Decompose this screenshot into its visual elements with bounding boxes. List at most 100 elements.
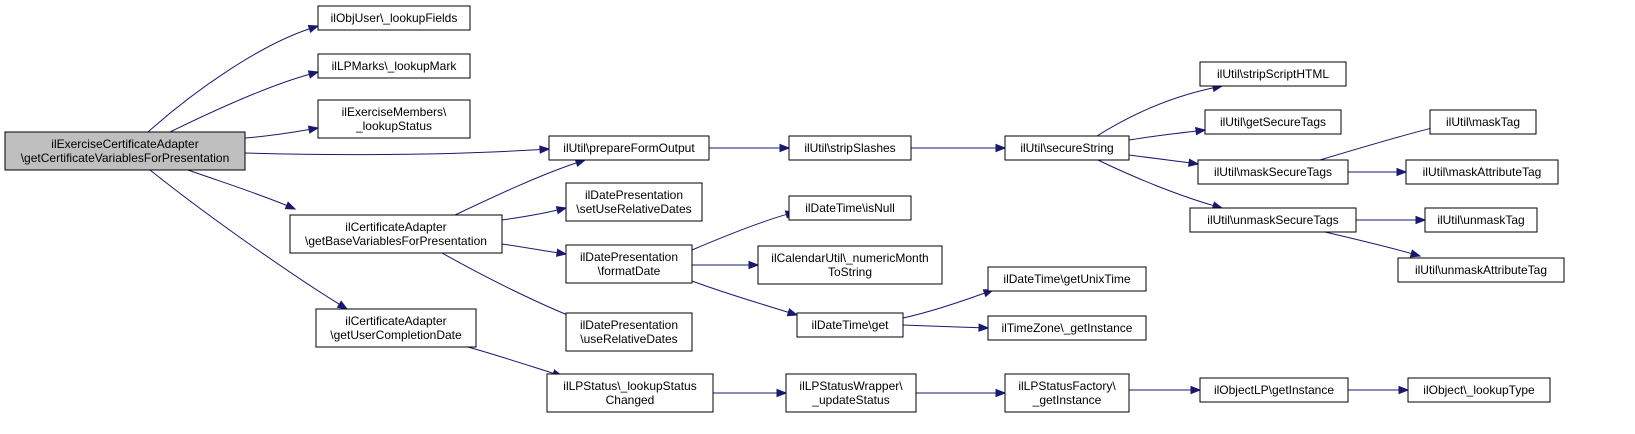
node-datepres-formatdate[interactable]: ilDatePresentation\formatDate	[565, 244, 693, 284]
node-box	[1199, 61, 1347, 87]
node-label-line: Changed	[606, 393, 655, 407]
node-datetime-getunixtime[interactable]: ilDateTime\getUnixTime	[987, 266, 1147, 292]
edge-line	[902, 292, 986, 319]
node-util-getsecuretags[interactable]: ilUtil\getSecureTags	[1204, 109, 1342, 135]
node-box	[289, 214, 503, 254]
node-certadapter-getbasevars[interactable]: ilCertificateAdapter\getBaseVariablesFor…	[289, 214, 503, 254]
node-label-line: ilDateTime\isNull	[805, 201, 895, 215]
arrowhead-icon	[555, 248, 568, 257]
node-util-stripscripthtml[interactable]: ilUtil\stripScriptHTML	[1199, 61, 1347, 87]
node-util-masktag[interactable]: ilUtil\maskTag	[1429, 109, 1537, 135]
arrowhead-icon	[978, 323, 990, 332]
edge-util-stripslashes-to-util-securestring	[911, 143, 1007, 153]
arrowhead-icon	[1188, 158, 1200, 167]
node-util-maskattributetag[interactable]: ilUtil\maskAttributeTag	[1405, 159, 1559, 185]
node-datepres-userelativedates[interactable]: ilDatePresentation\useRelativeDates	[565, 312, 693, 352]
node-util-securestring[interactable]: ilUtil\secureString	[1004, 135, 1130, 161]
edge-line	[501, 243, 559, 254]
node-util-masksecuretags[interactable]: ilUtil\maskSecureTags	[1197, 159, 1349, 185]
edge-line	[149, 169, 341, 306]
node-util-unmaskattributetag[interactable]: ilUtil\unmaskAttributeTag	[1397, 257, 1565, 283]
node-objuser-lookupfields[interactable]: ilObjUser\_lookupFields	[317, 5, 471, 31]
edge-line	[147, 28, 311, 133]
edge-util-securestring-to-util-getsecuretags	[1128, 126, 1207, 141]
node-label-line: ToString	[828, 265, 872, 279]
edge-line	[454, 162, 578, 216]
node-util-stripslashes[interactable]: ilUtil\stripSlashes	[788, 135, 912, 161]
node-util-unmasksecuretags[interactable]: ilUtil\unmaskSecureTags	[1189, 207, 1357, 233]
node-label-line: ilUtil\maskTag	[1446, 115, 1520, 129]
arrowhead-icon	[555, 206, 568, 215]
node-label-line: ilUtil\unmaskSecureTags	[1207, 213, 1338, 227]
node-label-line: ilDateTime\getUnixTime	[1003, 272, 1130, 286]
node-label-line: ilCertificateAdapter	[345, 314, 446, 328]
node-label-line: ilExerciseMembers\	[342, 105, 447, 119]
node-timezone-getinstance[interactable]: ilTimeZone\_getInstance	[987, 315, 1147, 341]
edge-line	[169, 73, 311, 133]
node-label-line: ilExerciseCertificateAdapter	[51, 137, 198, 151]
edges-layer	[147, 24, 1442, 398]
node-datetime-get[interactable]: ilDateTime\get	[796, 312, 904, 338]
node-box	[565, 312, 693, 352]
node-box	[565, 244, 693, 284]
edge-root-to-certadapter-getusercompletiondate	[149, 169, 349, 310]
nodes-layer: ilExerciseCertificateAdapter\getCertific…	[4, 5, 1565, 413]
node-datetime-isnull[interactable]: ilDateTime\isNull	[788, 195, 912, 221]
node-label-line: \formatDate	[598, 264, 661, 278]
node-box	[987, 315, 1147, 341]
node-box	[546, 373, 714, 413]
edge-line	[902, 324, 981, 329]
node-box	[317, 53, 471, 79]
node-label-line: ilDatePresentation	[585, 188, 683, 202]
edge-certadapter-getbasevars-to-datepres-formatdate	[501, 243, 568, 257]
node-object-lookuptype[interactable]: ilObject\_lookupType	[1407, 377, 1551, 403]
arrowhead-icon	[1195, 126, 1207, 136]
node-exercisemembers-lookupstatus[interactable]: ilExerciseMembers\_lookupStatus	[317, 99, 471, 139]
node-box	[315, 308, 477, 348]
edge-datetime-get-to-datetime-getunixtime	[902, 289, 995, 319]
node-label-line: ilLPMarks\_lookupMark	[332, 59, 458, 73]
node-box	[987, 266, 1147, 292]
edge-root-to-certadapter-getbasevars	[187, 169, 297, 210]
node-label-line: ilUtil\stripSlashes	[804, 141, 895, 155]
node-label-line: ilLPStatusWrapper\	[799, 379, 903, 393]
node-label-line: ilTimeZone\_getInstance	[1002, 321, 1133, 335]
node-label-line: ilObjectLP\getInstance	[1214, 383, 1334, 397]
edge-util-securestring-to-util-stripscripthtml	[1096, 83, 1224, 137]
edge-line	[1097, 159, 1215, 207]
arrowhead-icon	[995, 388, 1007, 398]
node-objectlp-getinstance[interactable]: ilObjectLP\getInstance	[1199, 377, 1349, 403]
node-lpstatuswrapper-updatestatus[interactable]: ilLPStatusWrapper\_updateStatus	[785, 373, 917, 413]
node-box	[788, 135, 912, 161]
node-util-prepareformoutput[interactable]: ilUtil\prepareFormOutput	[548, 135, 710, 161]
node-util-unmasktag[interactable]: ilUtil\unmaskTag	[1424, 207, 1538, 233]
edge-lpstatus-lookupstatuschanged-to-lpstatuswrapper-updatestatus	[713, 388, 788, 398]
node-label-line: \getUserCompletionDate	[330, 328, 462, 342]
node-root[interactable]: ilExerciseCertificateAdapter\getCertific…	[4, 131, 246, 171]
node-certadapter-getusercompletiondate[interactable]: ilCertificateAdapter\getUserCompletionDa…	[315, 308, 477, 348]
node-box	[317, 99, 471, 139]
node-label-line: ilUtil\prepareFormOutput	[563, 141, 695, 155]
arrowhead-icon	[284, 201, 297, 210]
edge-util-masksecuretags-to-util-maskattributetag	[1347, 167, 1408, 177]
edge-line	[1324, 231, 1413, 255]
node-datepres-setuserelativedates[interactable]: ilDatePresentation\setUseRelativeDates	[565, 182, 703, 222]
edge-line	[691, 213, 788, 251]
edge-line	[187, 169, 288, 207]
node-box	[1397, 257, 1565, 283]
edge-line	[244, 128, 311, 139]
node-box	[565, 182, 703, 222]
node-label-line: ilUtil\maskAttributeTag	[1423, 165, 1542, 179]
node-label-line: ilCalendarUtil\_numericMonth	[771, 251, 928, 265]
edge-root-to-lpmarks-lookupmark	[169, 70, 320, 133]
node-lpstatusfactory-getinstance[interactable]: ilLPStatusFactory\_getInstance	[1004, 373, 1130, 413]
edge-root-to-objuser-lookupfields	[147, 24, 320, 133]
node-label-line: ilUtil\maskSecureTags	[1214, 165, 1332, 179]
node-box	[317, 5, 471, 31]
edge-line	[1128, 154, 1191, 164]
node-lpmarks-lookupmark[interactable]: ilLPMarks\_lookupMark	[317, 53, 471, 79]
node-label-line: \getBaseVariablesForPresentation	[305, 234, 487, 248]
node-box	[1204, 109, 1342, 135]
